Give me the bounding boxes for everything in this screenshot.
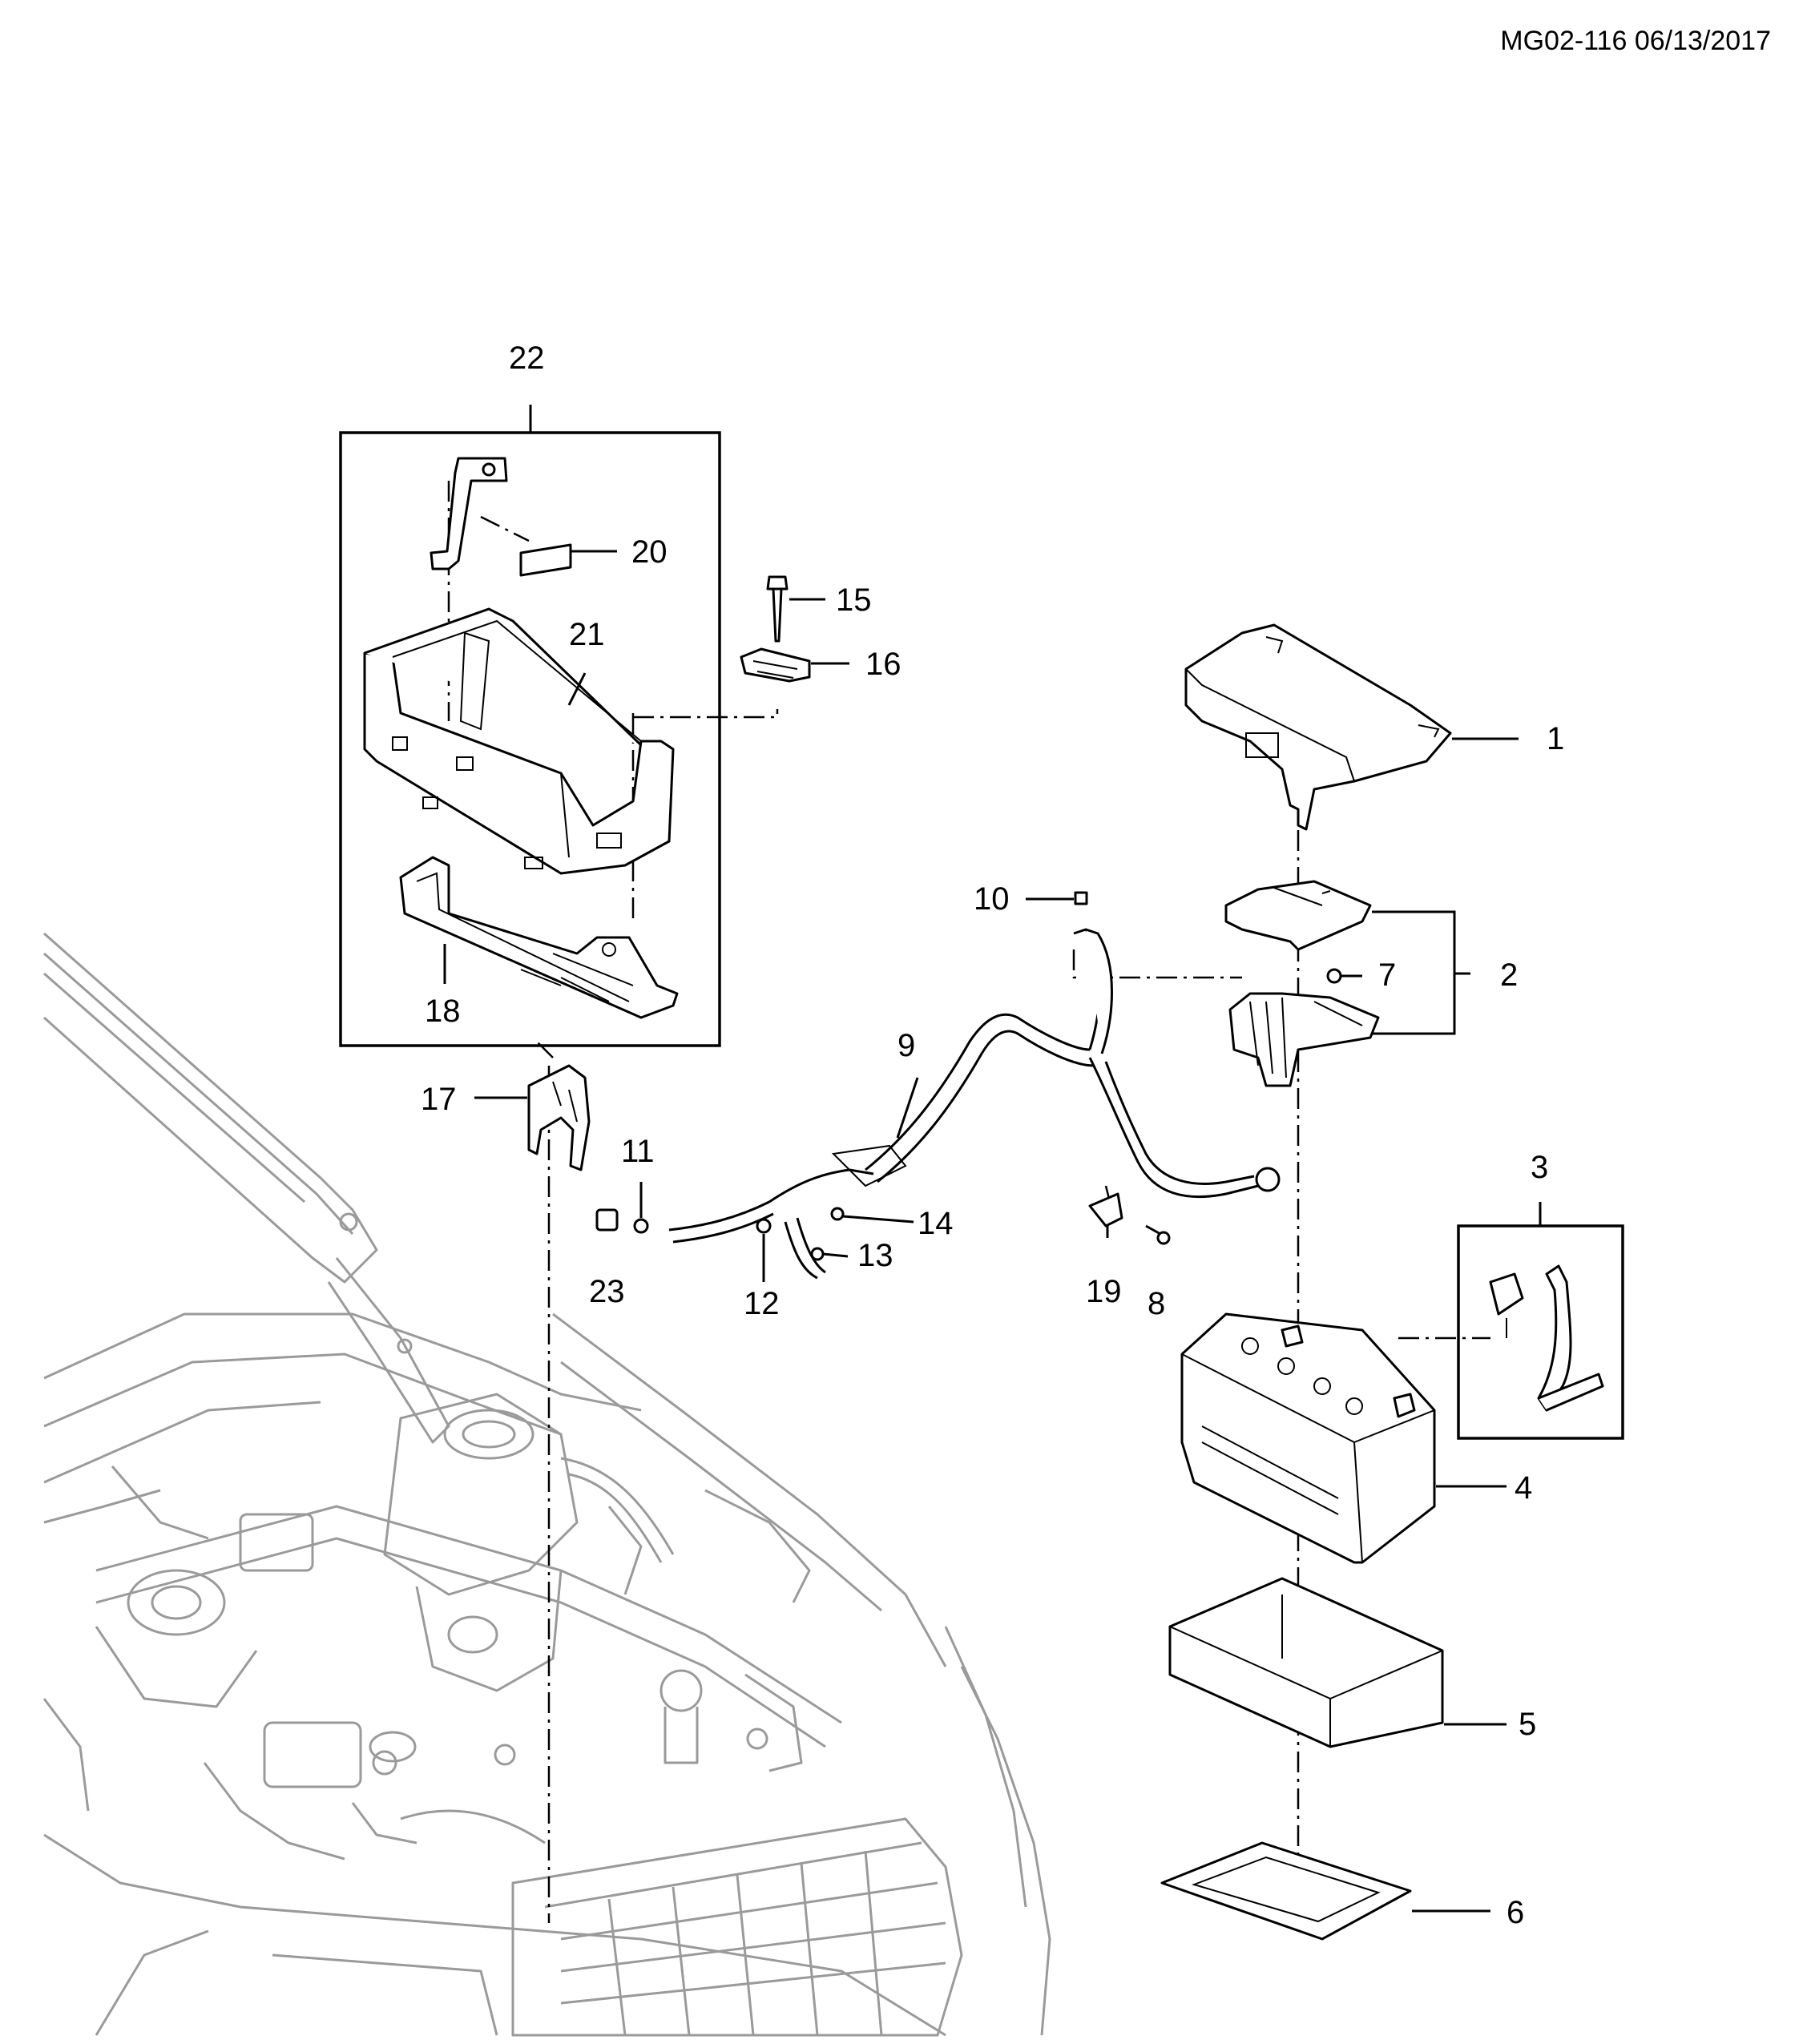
- callout-4: 4: [1515, 1470, 1532, 1506]
- callout-16: 16: [865, 647, 902, 682]
- callout-12: 12: [744, 1286, 780, 1321]
- callout-11: 11: [621, 1134, 655, 1169]
- part-7-nut: [1326, 968, 1362, 984]
- callout-3: 3: [1531, 1150, 1548, 1185]
- callout-19: 19: [1086, 1274, 1122, 1309]
- part-11-nut: [633, 1182, 649, 1234]
- part-1-battery-cover: [1184, 623, 1519, 831]
- part-2-terminal-cover: [1224, 880, 1470, 1035]
- callout-labels: 1 2 3 4 5 6 7 8 9 10 11 12 13 14 15 16 1…: [421, 341, 1564, 1930]
- callout-17: 17: [421, 1082, 457, 1117]
- callout-10: 10: [974, 881, 1010, 917]
- part-14-bolt: [830, 1207, 914, 1224]
- callout-18: 18: [425, 994, 461, 1029]
- part-10-nut: [1026, 891, 1088, 905]
- callout-5: 5: [1519, 1707, 1536, 1742]
- part-6-battery-pad: [1160, 1841, 1490, 1941]
- callout-8: 8: [1148, 1286, 1165, 1321]
- part-12-bolt: [756, 1218, 772, 1282]
- part-23-cap: [595, 1208, 619, 1232]
- part-17-bracket: [474, 1064, 591, 1171]
- diagram-code-date: MG02-116 06/13/2017: [1500, 26, 1771, 56]
- vehicle-engine-bay-illustration: [42, 932, 1051, 2037]
- part-8-screw: [1145, 1224, 1171, 1245]
- part-2-fusible-link-block: [1228, 992, 1380, 1087]
- callout-1: 1: [1547, 721, 1564, 756]
- part-13-nut: [810, 1247, 849, 1261]
- part-19-clip: [1088, 1192, 1123, 1238]
- part-18-tray-base: [399, 856, 679, 1019]
- part-15-bolt: [766, 575, 825, 643]
- callout-14: 14: [918, 1206, 954, 1241]
- grille-mesh: [544, 1841, 946, 2036]
- part-3-negative-cable: [1489, 1264, 1604, 1412]
- callout-2: 2: [1500, 957, 1518, 993]
- callout-23: 23: [589, 1274, 625, 1309]
- callout-7: 7: [1378, 957, 1396, 993]
- callout-6: 6: [1507, 1895, 1524, 1930]
- callout-22: 22: [509, 341, 545, 376]
- negative-cable-box: [1457, 1224, 1624, 1440]
- part-4-battery: [1180, 1312, 1507, 1564]
- part-16-hold-down-clamp: [740, 647, 849, 683]
- callout-9: 9: [897, 1028, 915, 1063]
- part-5-battery-insulator: [1168, 1577, 1507, 1748]
- callout-15: 15: [836, 583, 872, 618]
- part-20-hold-down-bracket: [430, 457, 617, 577]
- callout-13: 13: [857, 1238, 893, 1273]
- callout-21: 21: [569, 617, 605, 652]
- part-9-battery-cable: [668, 928, 1281, 1280]
- callout-20: 20: [631, 534, 668, 570]
- part-21-battery-tray: [363, 607, 675, 875]
